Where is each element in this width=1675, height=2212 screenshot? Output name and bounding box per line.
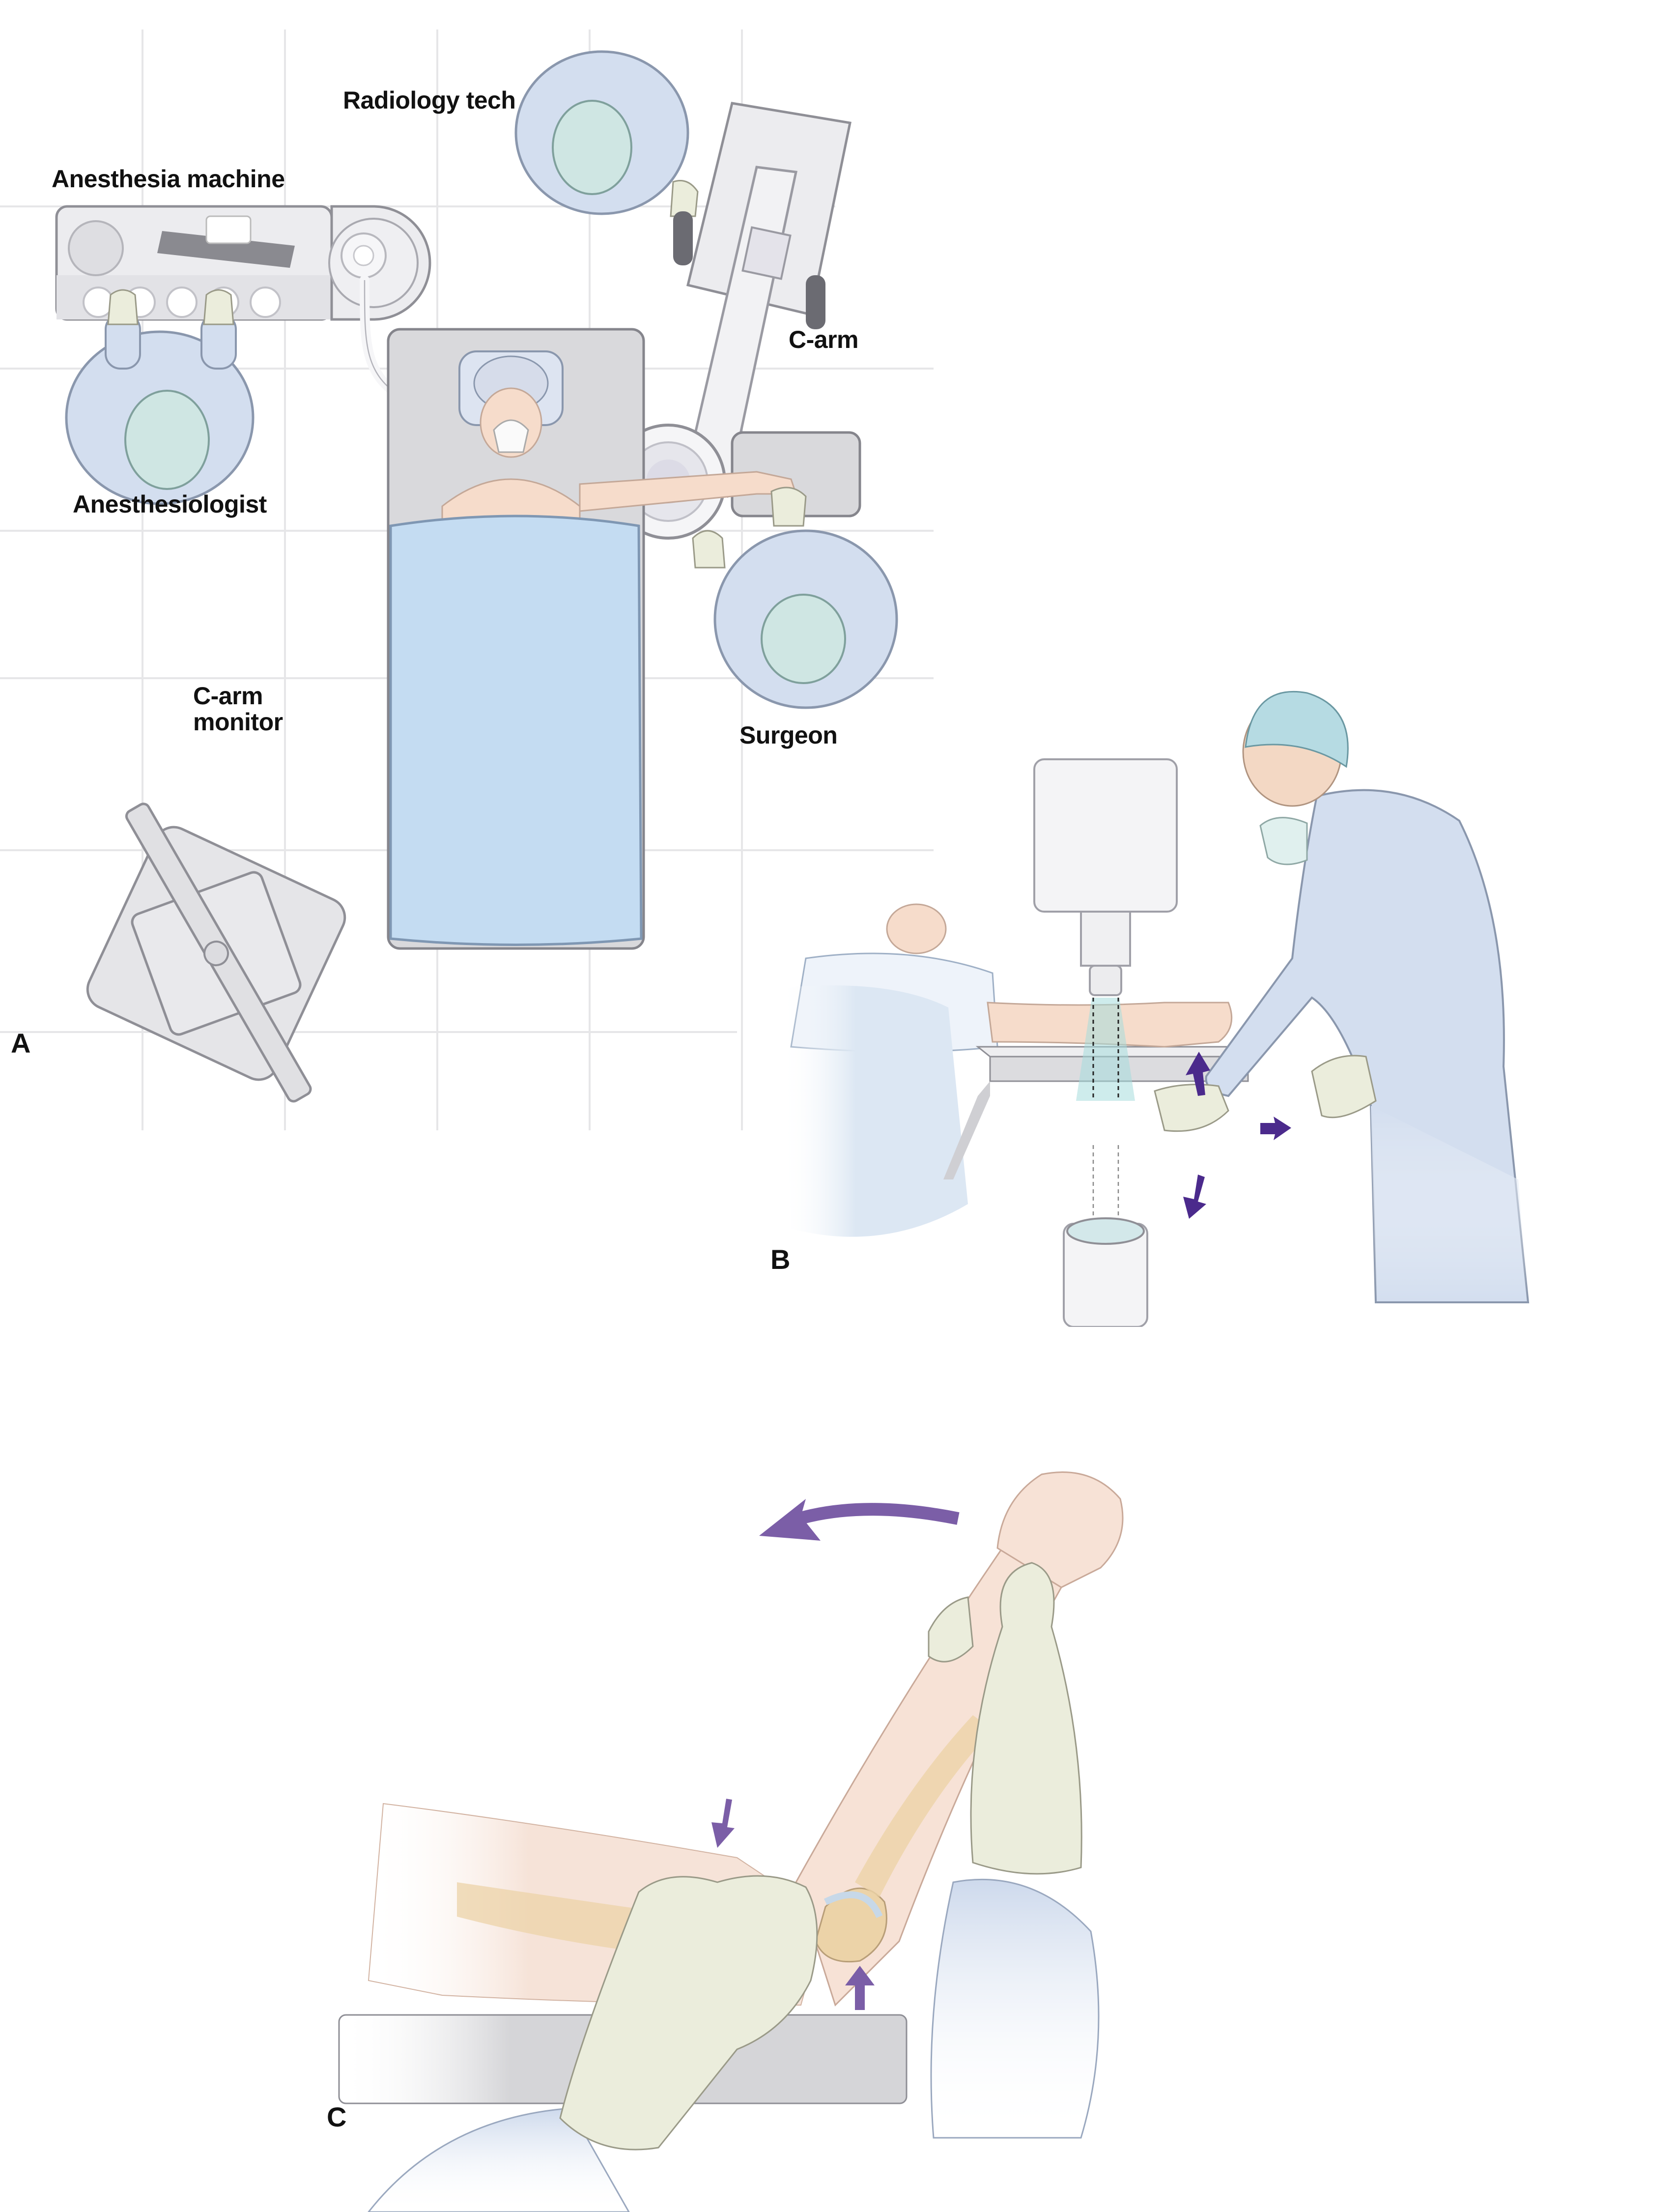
label-anesthesiologist: Anesthesiologist [73, 490, 267, 518]
panel-letter-a: A [11, 1028, 31, 1059]
radiology-tech-figure [514, 50, 699, 217]
elbow-joint [815, 1887, 887, 1963]
radius-ulna-bones [855, 1715, 993, 1897]
surgeon-right-sleeve [930, 1878, 1100, 2139]
panel-letter-c: C [327, 2101, 347, 2132]
label-c-arm-monitor-line2: monitor [193, 708, 283, 736]
label-c-arm-monitor-line1: C-arm [193, 682, 263, 710]
c-arm-monitor-cart [86, 803, 346, 1103]
label-surgeon: Surgeon [739, 721, 838, 749]
x-ray-beam [1076, 998, 1135, 1101]
surgical-drape [389, 515, 643, 946]
label-anesthesia-machine: Anesthesia machine [52, 165, 285, 193]
panel-c-illustration [338, 1471, 1124, 2212]
anesthesiologist-figure [65, 289, 255, 505]
panel-a: Anesthesia machine Radiology tech C-arm … [0, 0, 934, 1130]
panel-b-illustration [781, 690, 1530, 1327]
surgeon-left-sleeve [368, 2107, 630, 2212]
surgeon-right-glove [970, 1562, 1082, 1875]
label-radiology-tech: Radiology tech [343, 86, 516, 114]
arrow-down-icon [711, 1799, 735, 1848]
panel-c: C [295, 1351, 1228, 2212]
label-c-arm-monitor: C-arm monitor [193, 683, 283, 735]
arrow-down-left-icon [1183, 1175, 1206, 1219]
panel-a-illustration [0, 29, 934, 1130]
x-ray-source [1063, 1217, 1148, 1327]
arrow-up-icon-c [845, 1966, 875, 2010]
patient-body-side [781, 903, 998, 1237]
label-c-arm: C-arm [789, 326, 858, 353]
c-arm-intensifier [1033, 758, 1178, 996]
arrow-curved-left-icon [759, 1499, 960, 1541]
panel-letter-b: B [770, 1244, 791, 1275]
surgeon-side-figure [1154, 690, 1530, 1303]
surgeon-left-glove [559, 1875, 818, 2151]
surgeon-figure [692, 487, 898, 709]
patient-fist [996, 1471, 1124, 1588]
panel-b: B [762, 663, 1675, 1327]
arrow-right-icon [1260, 1117, 1291, 1140]
arrow-up-icon [1186, 1052, 1210, 1096]
